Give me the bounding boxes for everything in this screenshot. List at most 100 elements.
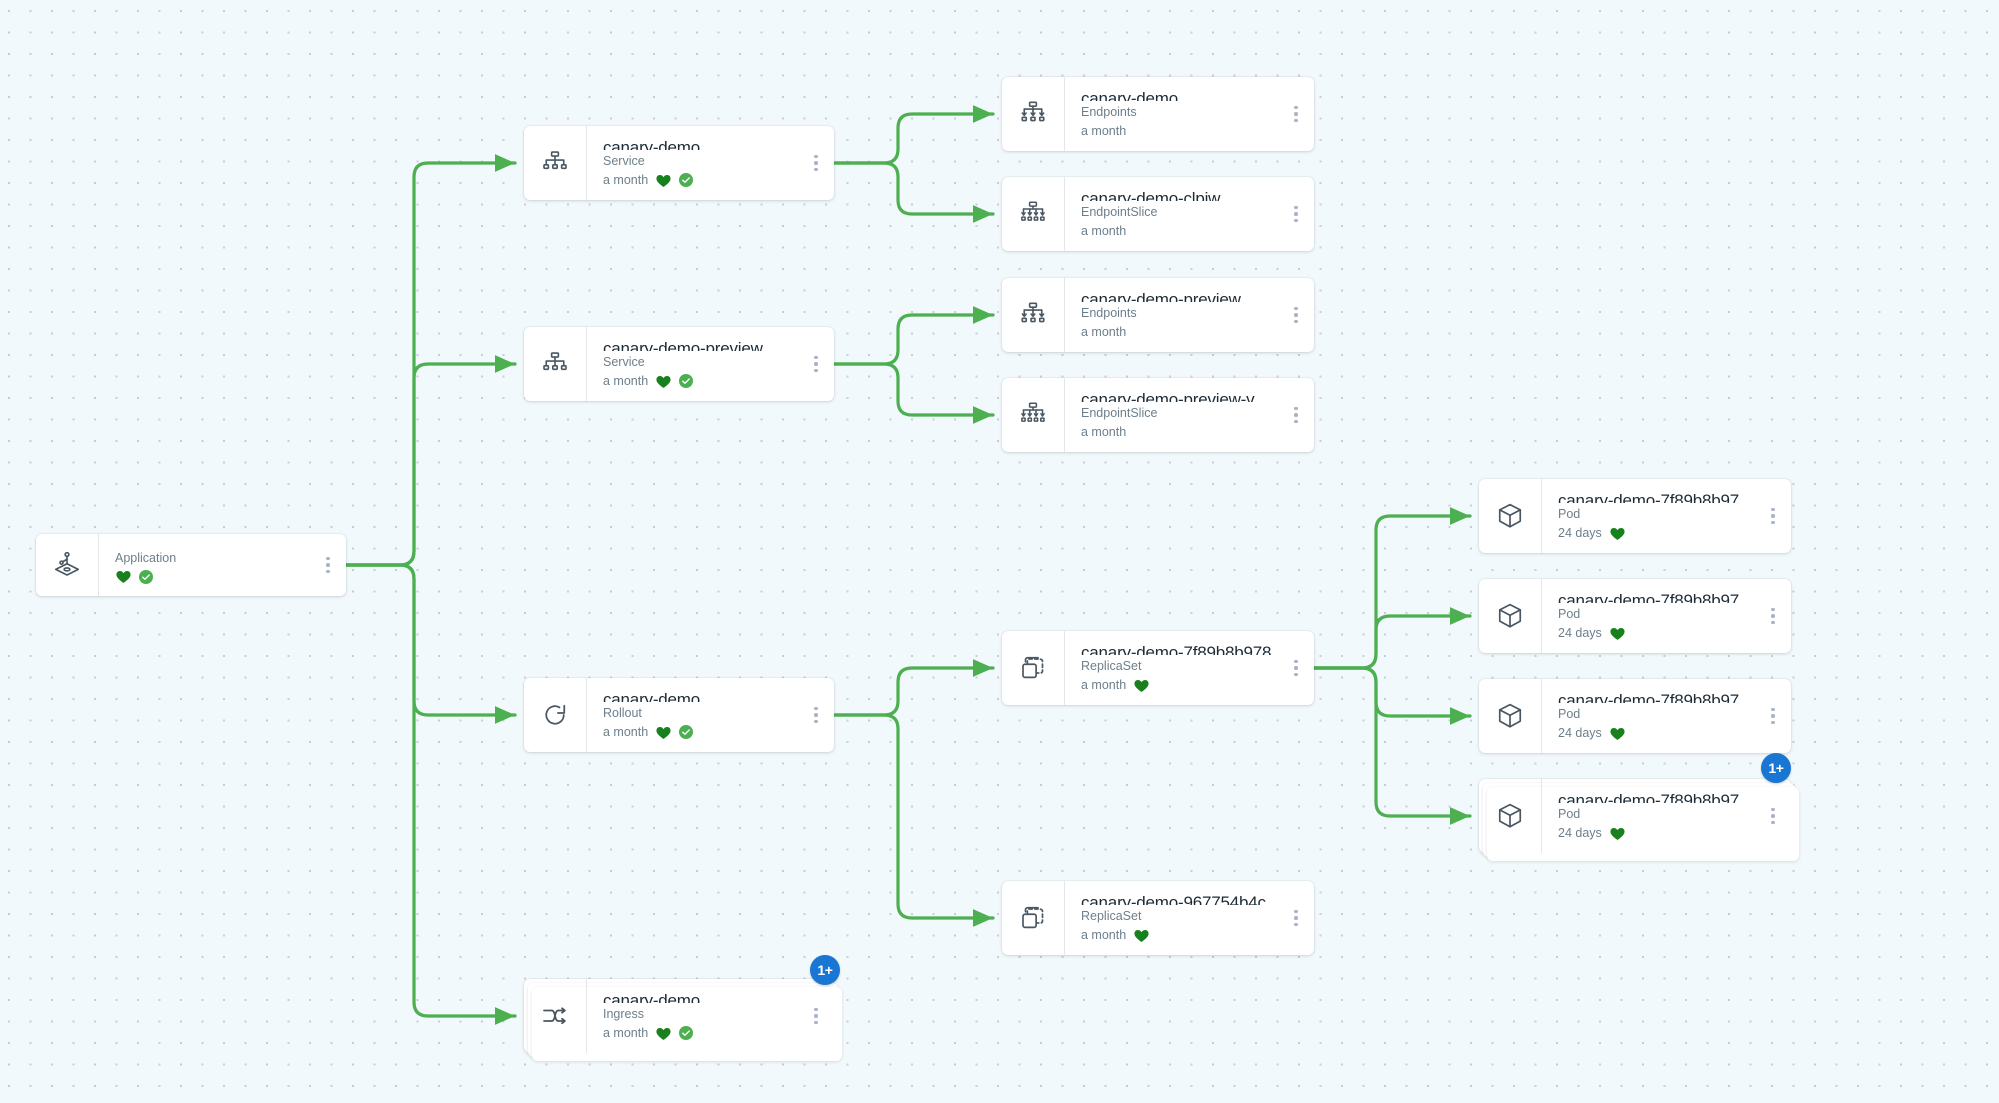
node-body: canary-demo-preview Endpoints a month — [1064, 278, 1278, 352]
resource-node-pod-1[interactable]: canary-demo-7f89b8b97... Pod 24 days — [1479, 479, 1791, 553]
node-age: a month — [1081, 425, 1127, 439]
edge-rollout-canary-demo-to-replicaset-967754b4c — [832, 713, 995, 927]
kebab-menu-icon — [1771, 807, 1775, 825]
edge-service-canary-demo-to-endpointslice-canary-demo-clpjw — [832, 161, 995, 223]
resource-node-pod-2[interactable]: canary-demo-7f89b8b97... Pod 24 days — [1479, 579, 1791, 653]
node-title: canary-demo-7f89b8b97... — [1558, 591, 1753, 603]
node-kebab-menu-button[interactable] — [1278, 77, 1314, 151]
resource-node-endpoints-canary-demo-preview[interactable]: canary-demo-preview Endpoints a month — [1002, 278, 1314, 352]
node-kebab-menu-button[interactable] — [1278, 881, 1314, 955]
node-kebab-menu-button[interactable] — [1755, 679, 1791, 753]
node-kebab-menu-button[interactable] — [1755, 779, 1791, 853]
node-title: canary-demo-7f89b8b97... — [1558, 691, 1753, 703]
node-age: 24 days — [1558, 526, 1602, 540]
node-meta-row: 24 days — [1558, 624, 1755, 642]
resource-node-rollout-canary-demo[interactable]: canary-demo Rollout a month — [524, 678, 834, 752]
pod-icon — [1479, 779, 1541, 853]
node-kind: Pod — [1558, 707, 1581, 721]
node-title: canary-demo — [603, 138, 701, 150]
kebab-menu-icon — [1771, 507, 1775, 525]
node-body: canary-demo-7f89b8b97... Pod 24 days — [1541, 779, 1755, 853]
node-kind: Pod — [1558, 507, 1581, 521]
node-age: a month — [1081, 325, 1127, 339]
node-age: a month — [603, 173, 649, 187]
node-age: a month — [603, 725, 649, 739]
edge-application-to-rollout-canary-demo — [344, 563, 517, 724]
node-kebab-menu-button[interactable] — [798, 327, 834, 401]
collapsed-count-badge-pod-4[interactable]: 1+ — [1761, 753, 1791, 783]
rollout-icon — [524, 678, 586, 752]
node-age: a month — [1081, 928, 1127, 942]
resource-node-ingress-canary-demo[interactable]: canary-demo Ingress a month — [524, 979, 842, 1061]
node-body: canary-demo-7f89b8b97... Pod 24 days — [1541, 579, 1755, 653]
node-title: canary-demo — [603, 690, 701, 702]
node-kebab-menu-button[interactable] — [798, 126, 834, 200]
node-body: canary-demo-7f89b8b978 ReplicaSet a mont… — [1064, 631, 1278, 705]
replicaset-icon — [1002, 631, 1064, 705]
resource-node-replicaset-7f89b8b978[interactable]: canary-demo-7f89b8b978 ReplicaSet a mont… — [1002, 631, 1314, 705]
node-meta-row: a month — [1081, 122, 1278, 140]
resource-node-endpointslice-canary-demo-preview-v[interactable]: canary-demo-preview-v... EndpointSlice a… — [1002, 378, 1314, 452]
resource-node-application[interactable]: canary-demo Application — [36, 534, 346, 596]
node-kebab-menu-button[interactable] — [1755, 579, 1791, 653]
endpoints-icon — [1002, 77, 1064, 151]
collapsed-count-badge-ingress-canary-demo[interactable]: 1+ — [810, 955, 840, 985]
node-kind: Pod — [1558, 607, 1581, 621]
node-status-icons — [1609, 625, 1626, 642]
node-kebab-menu-button[interactable] — [798, 678, 834, 752]
kebab-menu-icon — [1294, 659, 1298, 677]
service-icon — [524, 126, 586, 200]
node-kebab-menu-button[interactable] — [1278, 631, 1314, 705]
kebab-menu-icon — [1294, 205, 1298, 223]
edge-application-to-service-canary-demo — [344, 154, 517, 567]
node-title: canary-demo-7f89b8b978 — [1081, 643, 1272, 655]
node-meta-row: a month — [603, 171, 798, 189]
node-age: a month — [603, 1026, 649, 1040]
resource-node-replicaset-967754b4c[interactable]: canary-demo-967754b4c ReplicaSet a month — [1002, 881, 1314, 955]
endpointslice-icon — [1002, 177, 1064, 251]
edge-replicaset-7f89b8b978-to-pod-3 — [1312, 666, 1472, 725]
node-status-icons — [1609, 525, 1626, 542]
node-age: a month — [603, 374, 649, 388]
node-kind: Rollout — [603, 706, 642, 720]
kebab-menu-icon — [1771, 607, 1775, 625]
kebab-menu-icon — [814, 1007, 818, 1025]
resource-node-pod-4[interactable]: canary-demo-7f89b8b97... Pod 24 days — [1479, 779, 1799, 861]
node-kebab-menu-button[interactable] — [1278, 378, 1314, 452]
replicaset-icon — [1002, 881, 1064, 955]
node-kebab-menu-button[interactable] — [1278, 177, 1314, 251]
node-kebab-menu-button[interactable] — [1755, 479, 1791, 553]
node-meta-row: a month — [1081, 423, 1278, 441]
node-title: canary-demo-preview — [1081, 290, 1241, 302]
node-body: canary-demo-967754b4c ReplicaSet a month — [1064, 881, 1278, 955]
node-meta-row: a month — [1081, 222, 1278, 240]
node-meta-row: 24 days — [1558, 824, 1755, 842]
node-kind: Endpoints — [1081, 105, 1137, 119]
node-title: canary-demo — [115, 545, 310, 547]
node-kebab-menu-button[interactable] — [310, 534, 346, 596]
node-kind: EndpointSlice — [1081, 205, 1158, 219]
edge-service-canary-demo-preview-to-endpoints-canary-demo-preview — [832, 306, 995, 366]
node-age: a month — [1081, 678, 1127, 692]
pod-icon — [1479, 479, 1541, 553]
resource-node-service-canary-demo[interactable]: canary-demo Service a month — [524, 126, 834, 200]
edge-replicaset-7f89b8b978-to-pod-2 — [1312, 607, 1472, 670]
node-title: canary-demo — [1081, 89, 1179, 101]
node-kind: Ingress — [603, 1007, 644, 1021]
node-title: canary-demo — [603, 991, 701, 1003]
node-kind: Application — [115, 551, 177, 565]
resource-node-service-canary-demo-preview[interactable]: canary-demo-preview Service a month — [524, 327, 834, 401]
resource-node-endpointslice-canary-demo-clpjw[interactable]: canary-demo-clpjw EndpointSlice a month — [1002, 177, 1314, 251]
node-kebab-menu-button[interactable] — [798, 979, 834, 1053]
node-status-icons — [1609, 725, 1626, 742]
kebab-menu-icon — [1294, 306, 1298, 324]
resource-node-pod-3[interactable]: canary-demo-7f89b8b97... Pod 24 days — [1479, 679, 1791, 753]
resource-node-endpoints-canary-demo[interactable]: canary-demo Endpoints a month — [1002, 77, 1314, 151]
node-meta-row: a month — [603, 723, 798, 741]
node-meta-row: a month — [603, 372, 798, 390]
edge-replicaset-7f89b8b978-to-pod-4 — [1312, 666, 1472, 825]
node-kebab-menu-button[interactable] — [1278, 278, 1314, 352]
kebab-menu-icon — [1771, 707, 1775, 725]
node-age: a month — [1081, 124, 1127, 138]
